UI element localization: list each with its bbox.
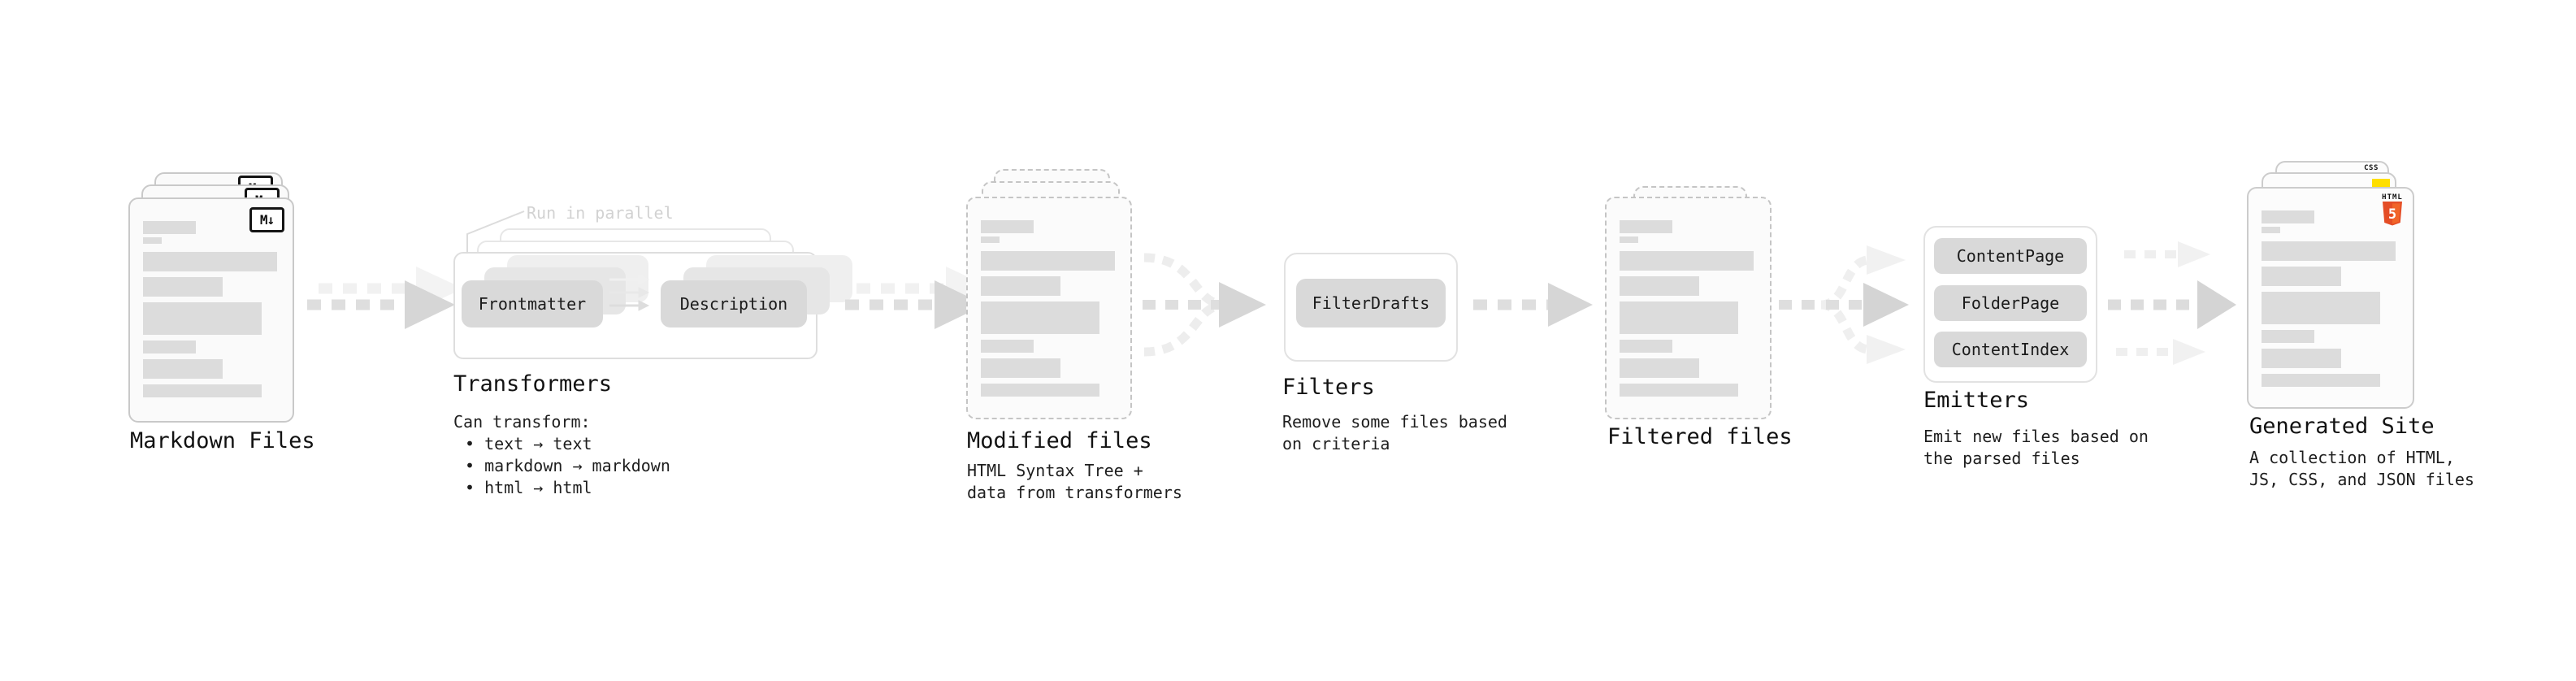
flow-arrow-icon: [1473, 283, 1593, 327]
filters-label: Filters: [1282, 375, 1375, 400]
doc-placeholder-lines: [968, 198, 1130, 397]
fanout-arrow-icon: [1779, 245, 1909, 364]
transformers-description: Can transform: • text → text • markdown …: [453, 412, 670, 497]
emitters-label: Emitters: [1923, 388, 2030, 413]
transform-bullet: • text → text: [465, 434, 592, 453]
generated-html-file-card: HTML 5: [2247, 187, 2414, 409]
parallel-bracket-line: [466, 210, 525, 254]
modified-files-description: HTML Syntax Tree + data from transformer…: [967, 461, 1182, 502]
svg-text:5: 5: [2388, 206, 2396, 223]
filterdrafts-pill: FilterDrafts: [1296, 279, 1446, 327]
transformers-label: Transformers: [453, 371, 613, 397]
markdown-icon: M↓: [249, 207, 284, 232]
contentindex-pill: ContentIndex: [1934, 332, 2087, 367]
doc-placeholder-lines: [2249, 189, 2413, 387]
emitters-description: Emit new files based on the parsed files: [1923, 427, 2149, 468]
run-in-parallel-note: Run in parallel: [527, 203, 674, 223]
frontmatter-pill: Frontmatter: [462, 280, 603, 327]
modified-file-card-front: [966, 197, 1132, 419]
transform-bullet: • markdown → markdown: [465, 456, 670, 475]
contentpage-pill: ContentPage: [1934, 238, 2087, 274]
doc-placeholder-lines: [1607, 198, 1770, 397]
merge-arrow-icon: [1143, 253, 1266, 357]
doc-placeholder-lines: [130, 199, 293, 397]
filters-description: Remove some files based on criteria: [1282, 412, 1507, 453]
filtered-files-label: Filtered files: [1607, 424, 1793, 449]
triple-arrow-icon: [2108, 241, 2236, 365]
markdown-file-card-front: M↓: [128, 197, 294, 423]
markdown-files-label: Markdown Files: [130, 428, 315, 453]
modified-files-label: Modified files: [967, 428, 1152, 453]
transform-bullet: • html → html: [465, 478, 592, 497]
flow-arrow-icon: [307, 267, 463, 329]
description-pill: Description: [661, 280, 807, 327]
generated-site-description: A collection of HTML, JS, CSS, and JSON …: [2249, 448, 2474, 489]
generated-site-label: Generated Site: [2249, 414, 2435, 439]
parallel-run-arrows-icon: [609, 274, 650, 311]
folderpage-pill: FolderPage: [1934, 285, 2087, 321]
filtered-file-card-front: [1605, 197, 1772, 419]
html5-icon: HTML 5: [2380, 193, 2405, 229]
